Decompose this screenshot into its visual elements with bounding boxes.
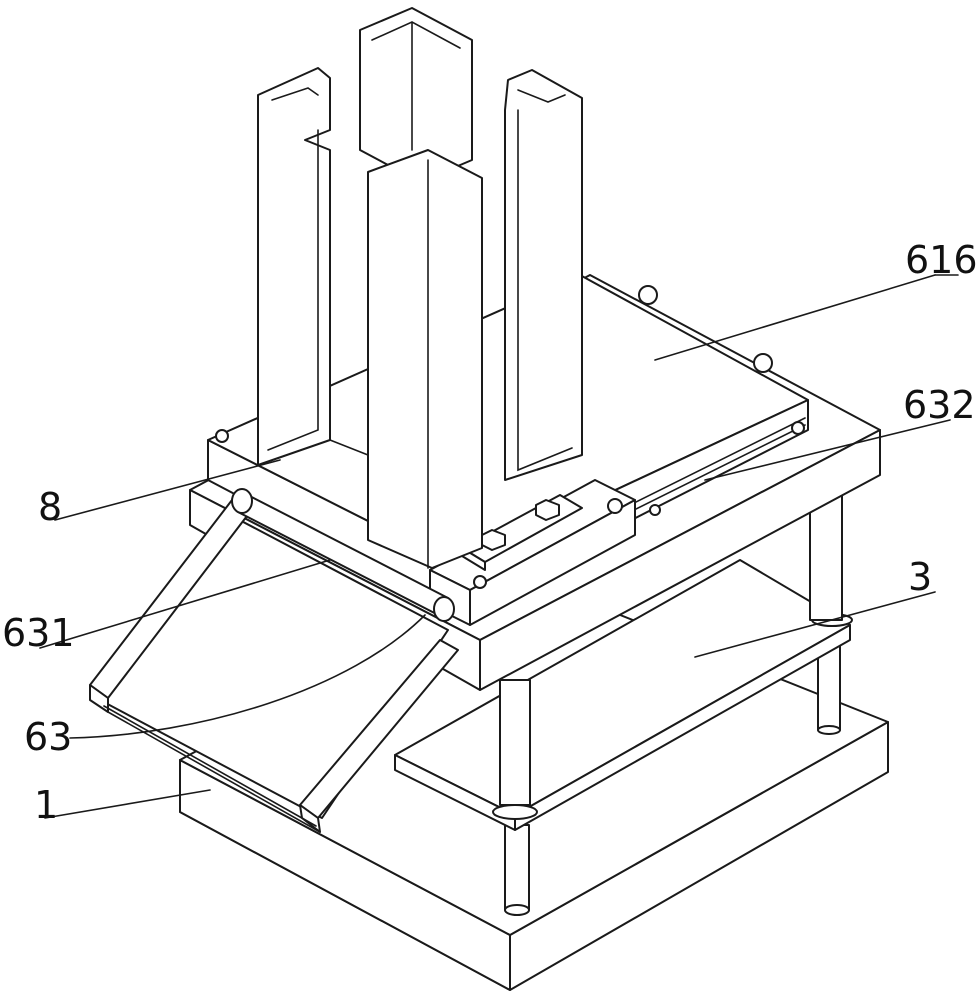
label-8: 8 — [38, 485, 62, 529]
label-63: 63 — [24, 715, 72, 759]
front-post-lower — [505, 825, 529, 915]
label-1: 1 — [34, 783, 58, 827]
label-632: 632 — [903, 383, 976, 427]
leader-616 — [655, 275, 935, 360]
label-631: 631 — [2, 611, 75, 655]
left-channel — [258, 68, 330, 465]
label-616: 616 — [905, 238, 976, 282]
right-channel — [505, 70, 582, 480]
label-3: 3 — [908, 555, 932, 599]
